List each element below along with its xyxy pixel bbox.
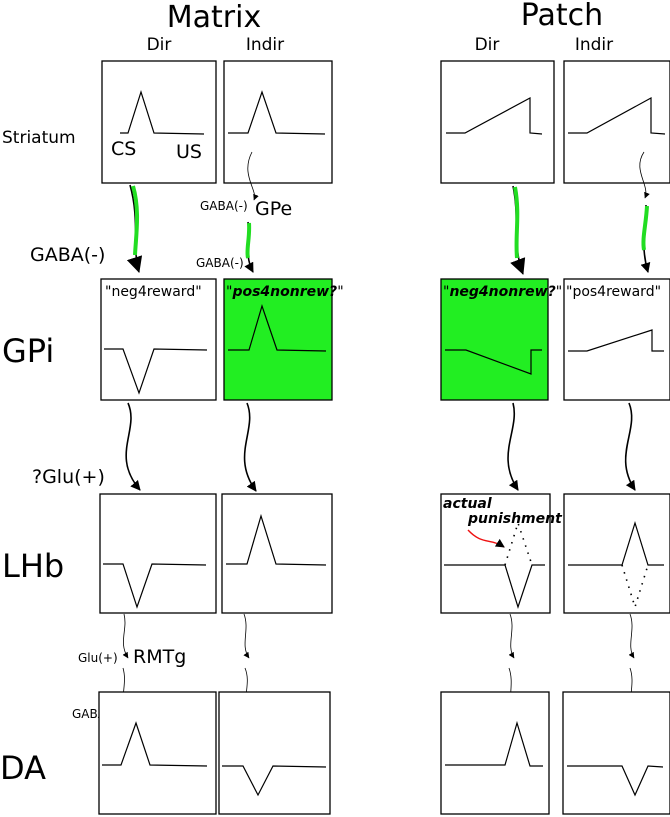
- gpi-label-neg4nonrew: "neg4nonrew?": [443, 284, 562, 300]
- label-gaba-small-gpe: GABA(-): [200, 199, 248, 213]
- arrow-striatum-to-gpi-patch-dir: [510, 185, 526, 275]
- panel-striatum-matrix-dir: CS US: [101, 60, 217, 184]
- gpi-label-pos4nonrew: "pos4nonrew?": [226, 284, 344, 300]
- label-rmtg: RMTg: [133, 646, 186, 668]
- annotation-actual: actual: [443, 496, 492, 512]
- arrow-lhb-to-rmtg-matrix-dir: [122, 613, 129, 659]
- row-label-gpi: GPi: [2, 332, 54, 370]
- arrow-gpe-to-gpi-matrix-indir: [244, 221, 254, 273]
- arrow-striatum-to-gpe-matrix-indir: [247, 151, 259, 201]
- arrow-gpi-to-lhb-patch-indir: [624, 402, 636, 491]
- arrow-lhb-to-rmtg-patch-indir: [628, 613, 635, 659]
- panel-lhb-patch-indir: [563, 493, 670, 614]
- header-matrix: Matrix: [167, 0, 261, 35]
- arrow-striatum-to-gpe-patch-indir: [639, 151, 650, 199]
- row-label-da: DA: [0, 749, 46, 787]
- panel-gpi-matrix-indir: "pos4nonrew?": [223, 278, 344, 401]
- label-gpe: GPe: [255, 198, 292, 220]
- panel-gpi-patch-dir: "neg4nonrew?": [440, 278, 562, 401]
- annotation-punishment: punishment: [467, 511, 563, 527]
- panel-gpi-matrix-dir: "neg4reward": [100, 278, 217, 401]
- panel-da-matrix-indir: [218, 691, 331, 815]
- panel-lhb-matrix-dir: [99, 493, 217, 614]
- label-gaba-large: GABA(-): [30, 244, 105, 266]
- panel-striatum-matrix-indir: [223, 60, 333, 184]
- label-gaba-small-gpi: GABA(-): [196, 256, 244, 270]
- arrow-gpi-to-lhb-matrix-dir: [125, 402, 141, 491]
- panel-lhb-matrix-indir: [221, 493, 333, 614]
- label-glu-question: ?Glu(+): [32, 466, 105, 488]
- row-label-lhb: LHb: [2, 547, 64, 585]
- arrow-lhb-to-rmtg-patch-dir: [508, 613, 515, 659]
- panel-da-patch-dir: [440, 691, 550, 815]
- cs-label: CS: [111, 138, 136, 160]
- arrow-lhb-to-rmtg-matrix-indir: [243, 613, 250, 659]
- arrow-gpi-to-lhb-patch-dir: [507, 402, 519, 491]
- row-label-striatum: Striatum: [2, 128, 76, 148]
- arrow-gpe-to-gpi-patch-indir: [640, 204, 651, 273]
- panel-striatum-patch-indir: [563, 60, 670, 184]
- panel-lhb-patch-dir: actual punishment: [440, 493, 563, 614]
- column-patch-dir: Dir: [475, 35, 500, 55]
- panel-da-matrix-dir: [98, 691, 217, 815]
- column-matrix-indir: Indir: [246, 35, 284, 55]
- panel-striatum-patch-dir: [440, 60, 555, 184]
- column-patch-indir: Indir: [575, 35, 613, 55]
- panel-gpi-patch-indir: "pos4reward": [563, 278, 670, 401]
- header-patch: Patch: [521, 0, 603, 33]
- arrow-gpi-to-lhb-matrix-indir: [243, 402, 257, 492]
- gpi-label-pos4reward: "pos4reward": [566, 284, 661, 300]
- us-label: US: [176, 141, 202, 163]
- arrow-striatum-to-gpi-matrix-dir: [126, 184, 143, 273]
- gpi-label-neg4reward: "neg4reward": [105, 284, 202, 300]
- column-matrix-dir: Dir: [147, 35, 172, 55]
- label-glu-small: Glu(+): [78, 651, 118, 665]
- panel-da-patch-indir: [562, 691, 670, 815]
